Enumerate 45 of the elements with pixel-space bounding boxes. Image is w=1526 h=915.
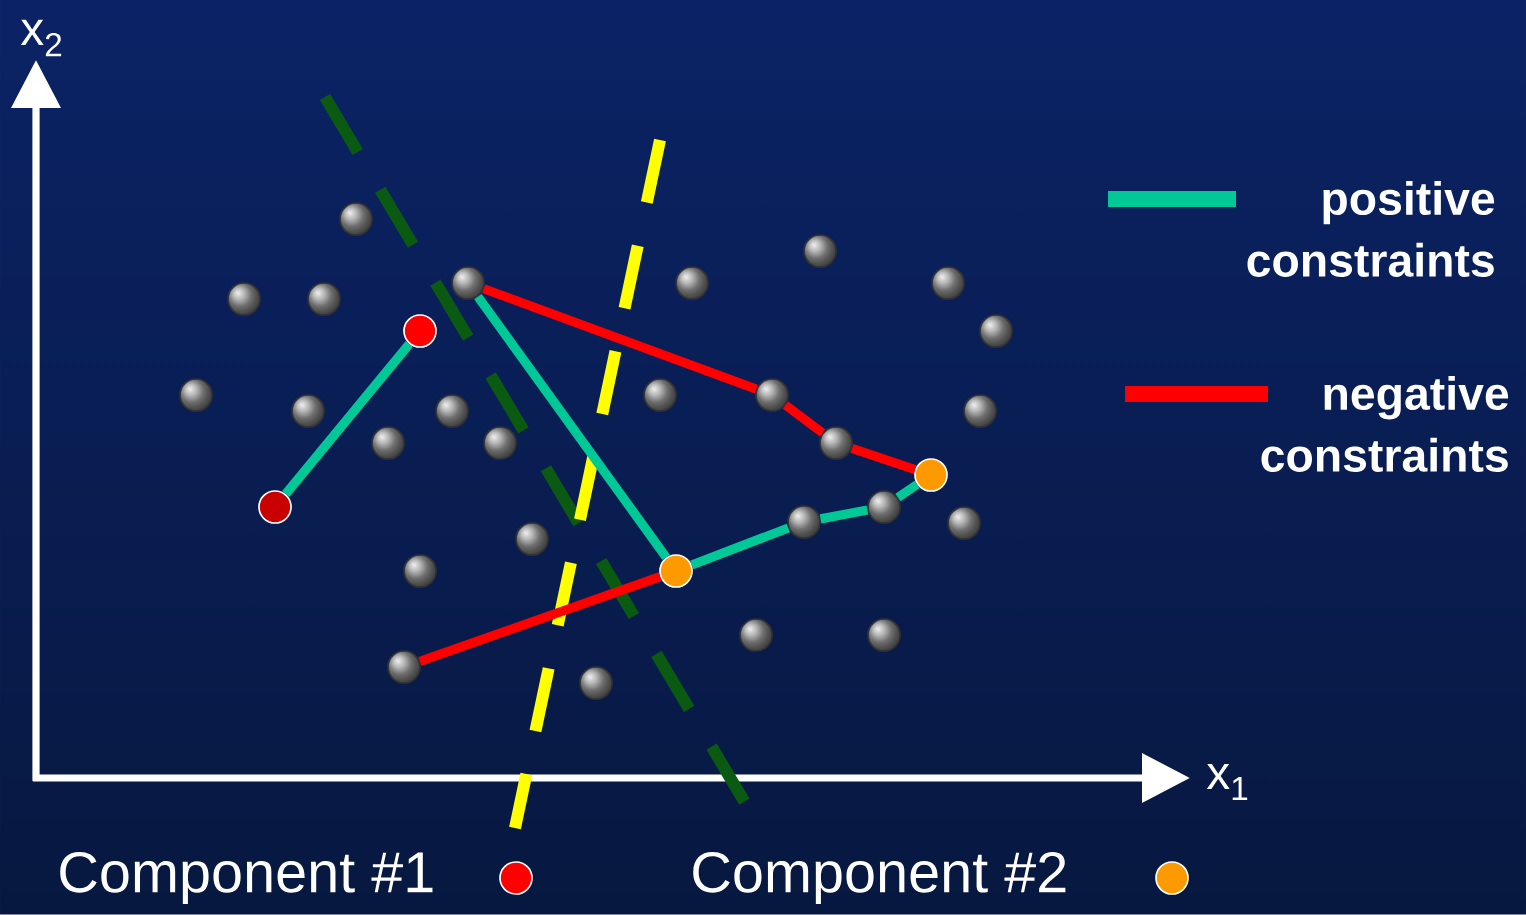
constraint-line bbox=[850, 444, 917, 474]
data-point bbox=[963, 394, 997, 428]
data-point bbox=[291, 394, 325, 428]
axis-label: x$_{2}$ bbox=[20, 19, 62, 57]
constraint-line bbox=[482, 284, 758, 394]
data-point bbox=[755, 378, 789, 412]
data-point bbox=[979, 314, 1013, 348]
constraint-line bbox=[690, 523, 790, 570]
data-point bbox=[867, 618, 901, 652]
data-point bbox=[483, 426, 517, 460]
data-point bbox=[739, 618, 773, 652]
data-point bbox=[931, 266, 965, 300]
data-point bbox=[451, 266, 485, 300]
data-point bbox=[515, 522, 549, 556]
component-point bbox=[258, 490, 292, 524]
constraint-line bbox=[782, 401, 826, 437]
constraint-line bbox=[418, 572, 662, 666]
data-point bbox=[387, 650, 421, 684]
component-point bbox=[659, 554, 693, 588]
data-point bbox=[371, 426, 405, 460]
data-point bbox=[179, 378, 213, 412]
data-point bbox=[867, 490, 901, 524]
constraint-line bbox=[474, 293, 670, 560]
legend-label: negative constraints bbox=[1261, 376, 1509, 472]
component-point bbox=[403, 314, 437, 348]
data-point bbox=[579, 666, 613, 700]
data-point bbox=[675, 266, 709, 300]
legend-label: Component #1 bbox=[60, 851, 433, 905]
data-point bbox=[339, 202, 373, 236]
data-point bbox=[643, 378, 677, 412]
constraint-line bbox=[819, 505, 869, 524]
data-point bbox=[307, 282, 341, 316]
axis-label: x$_{1}$ bbox=[1206, 763, 1248, 801]
legend-label: Component #2 bbox=[693, 851, 1066, 905]
component-point bbox=[914, 458, 948, 492]
data-point bbox=[403, 554, 437, 588]
data-point bbox=[227, 282, 261, 316]
legend-label: positive constraints bbox=[1247, 181, 1495, 277]
data-point bbox=[435, 394, 469, 428]
data-point bbox=[947, 506, 981, 540]
constraint-line bbox=[282, 341, 413, 497]
data-point bbox=[803, 234, 837, 268]
constraint-line bbox=[895, 480, 920, 502]
data-point bbox=[819, 426, 853, 460]
data-point bbox=[787, 505, 821, 539]
